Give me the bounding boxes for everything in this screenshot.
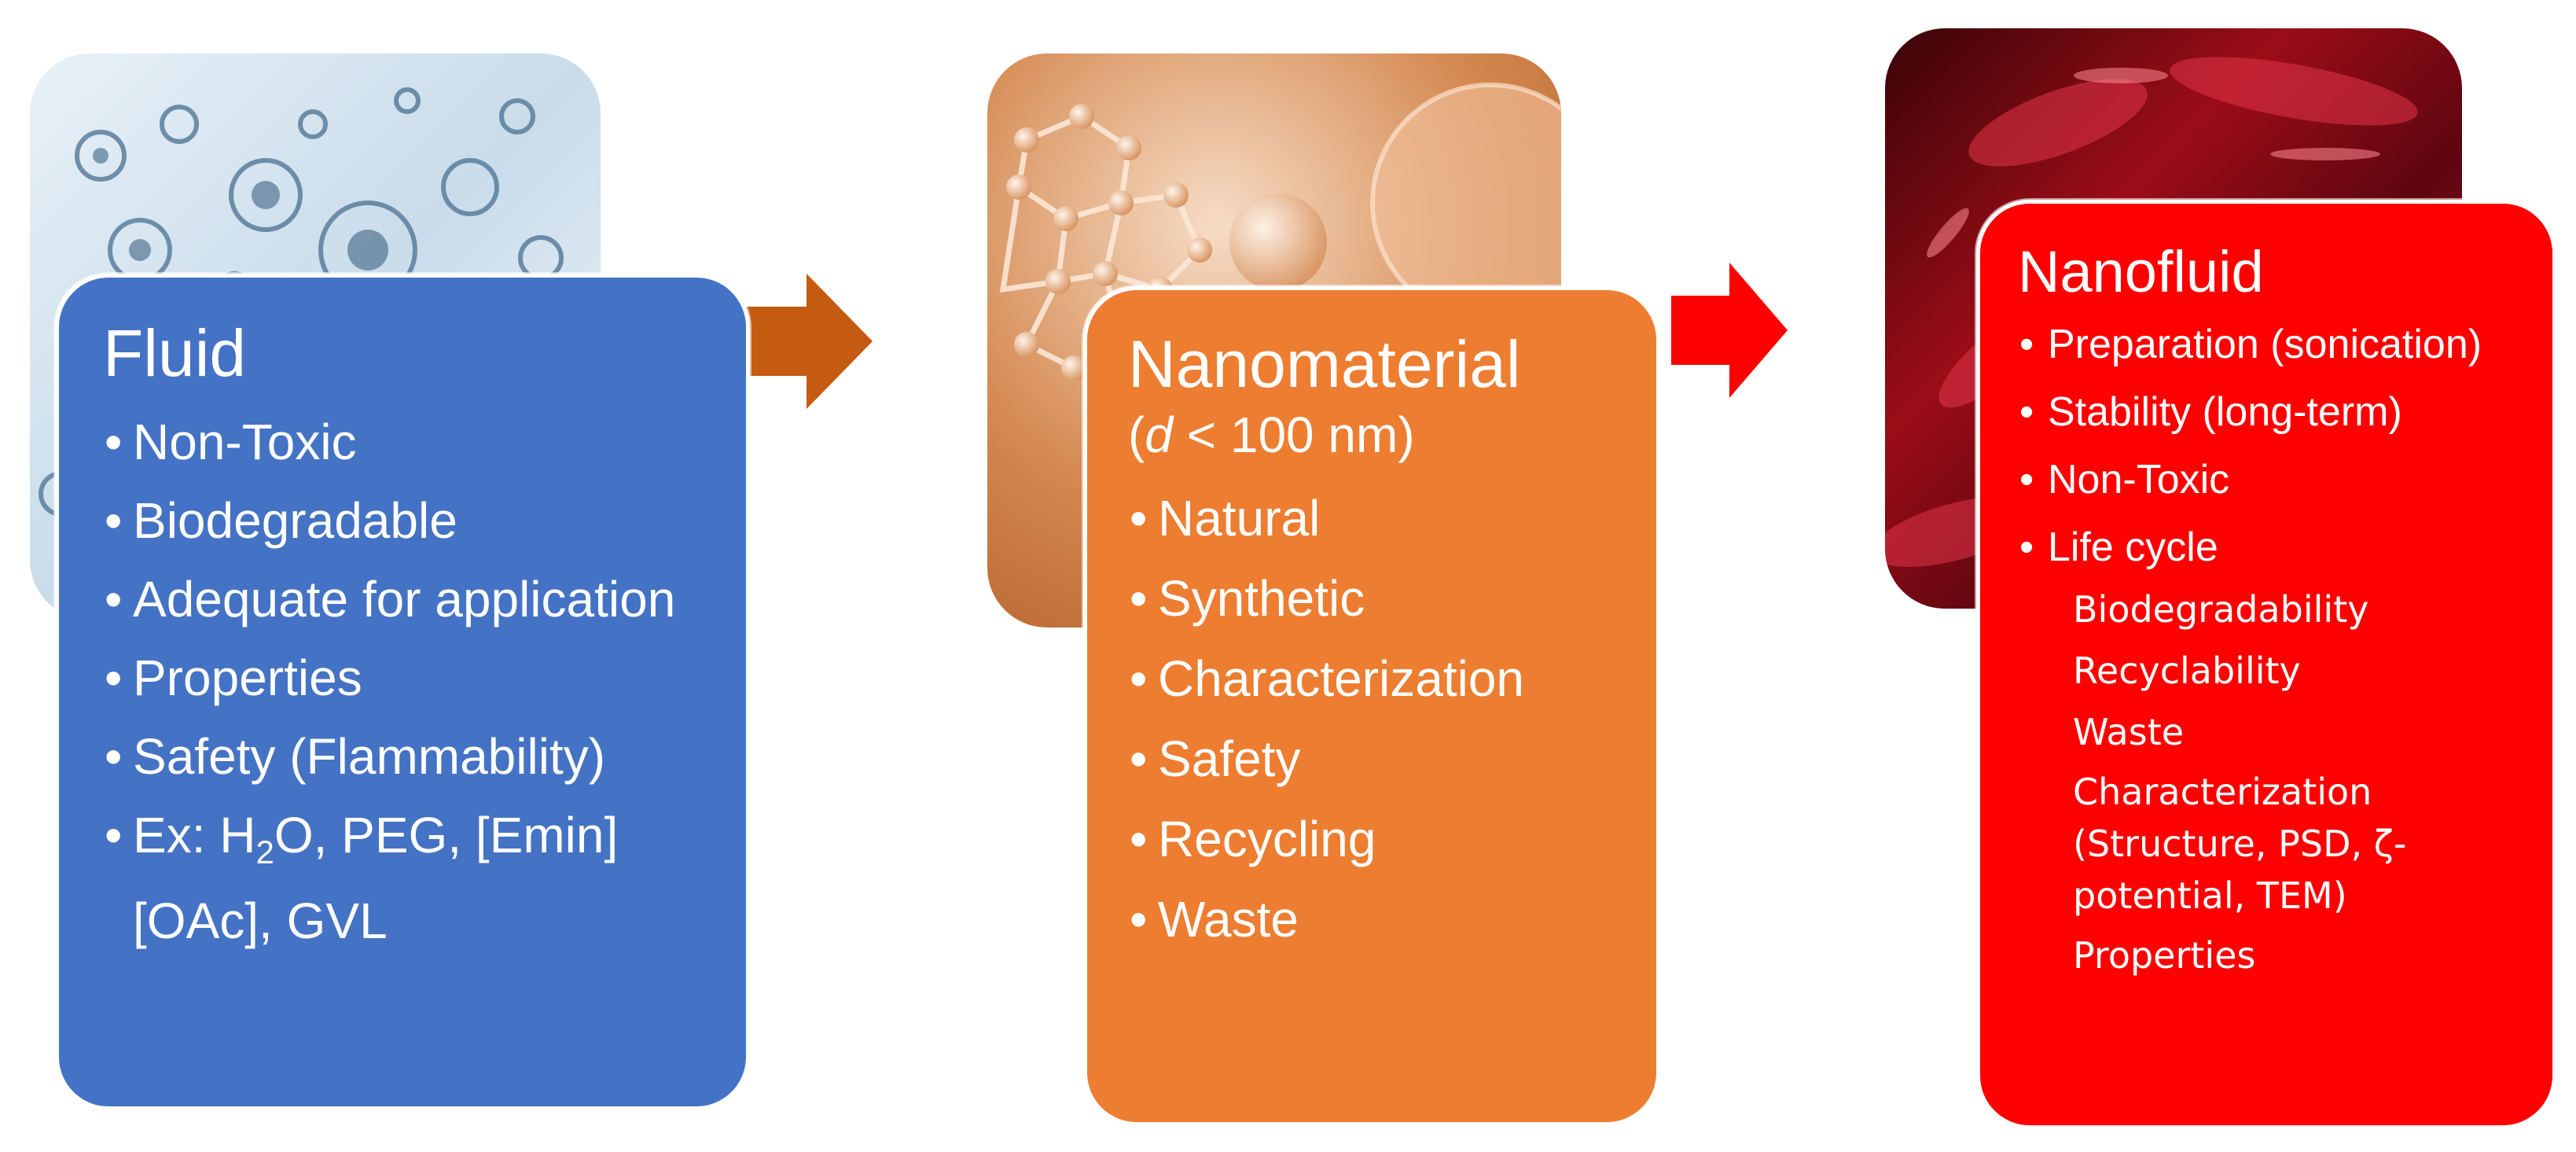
nanofluid-list: Preparation (sonication) Stability (long… bbox=[2018, 316, 2537, 576]
fluid-title: Fluid bbox=[103, 316, 247, 390]
right-arrow-icon bbox=[1671, 263, 1788, 398]
list-item: Characterization bbox=[1128, 643, 1633, 714]
fluid-card: Fluid Non-Toxic Biodegradable Adequate f… bbox=[55, 274, 750, 1110]
diameter-variable: d bbox=[1145, 406, 1173, 463]
list-item: Safety bbox=[1128, 723, 1633, 794]
list-item: Preparation (sonication) bbox=[2018, 316, 2537, 373]
list-item: Stability (long-term) bbox=[2018, 384, 2537, 440]
nanofluid-title: Nanofluid bbox=[2018, 239, 2264, 304]
list-item: Waste bbox=[1128, 884, 1633, 955]
list-item-example: Ex: H2O, PEG, [Emin][OAc], GVL bbox=[103, 801, 715, 956]
nanofluid-card: Nanofluid Preparation (sonication) Stabi… bbox=[1976, 200, 2556, 1129]
fluid-list: Non-Toxic Biodegradable Adequate for app… bbox=[103, 407, 715, 956]
sub-list-item: Biodegradability bbox=[2073, 588, 2369, 631]
example-suffix: O, PEG, [Emin][OAc], GVL bbox=[133, 806, 619, 950]
nanomaterial-list: Natural Synthetic Characterization Safet… bbox=[1128, 483, 1633, 955]
size-limit: < 100 nm) bbox=[1172, 406, 1415, 463]
paren-open: ( bbox=[1128, 406, 1145, 463]
list-item: Safety (Flammability) bbox=[103, 722, 715, 791]
sub-list-item: Waste bbox=[2073, 711, 2185, 754]
example-subscript: 2 bbox=[255, 833, 274, 870]
sub-list-item: Characterization (Structure, PSD, ζ-pote… bbox=[2073, 771, 2407, 918]
list-item: Adequate for application bbox=[103, 565, 715, 634]
list-item: Natural bbox=[1128, 483, 1633, 554]
sub-list-item: Properties bbox=[2073, 934, 2256, 977]
list-item: Recycling bbox=[1128, 804, 1633, 874]
list-item: Non-Toxic bbox=[2018, 451, 2537, 508]
nanomaterial-title: Nanomaterial bbox=[1128, 327, 1521, 401]
list-item: Synthetic bbox=[1128, 563, 1633, 634]
sub-list-item: Recyclability bbox=[2073, 650, 2301, 693]
nanomaterial-card: Nanomaterial (d < 100 nm) Natural Synthe… bbox=[1083, 286, 1660, 1126]
nanomaterial-size-note: (d < 100 nm) bbox=[1128, 407, 1633, 462]
list-item: Non-Toxic bbox=[103, 407, 715, 477]
life-cycle-sublist: Biodegradability Recyclability Waste Cha… bbox=[2018, 582, 2537, 983]
example-prefix: Ex: H bbox=[133, 806, 256, 863]
list-item: Biodegradable bbox=[103, 486, 715, 555]
list-item: Life cycle bbox=[2018, 519, 2537, 576]
list-item: Properties bbox=[103, 643, 715, 712]
right-arrow-icon bbox=[742, 274, 873, 409]
